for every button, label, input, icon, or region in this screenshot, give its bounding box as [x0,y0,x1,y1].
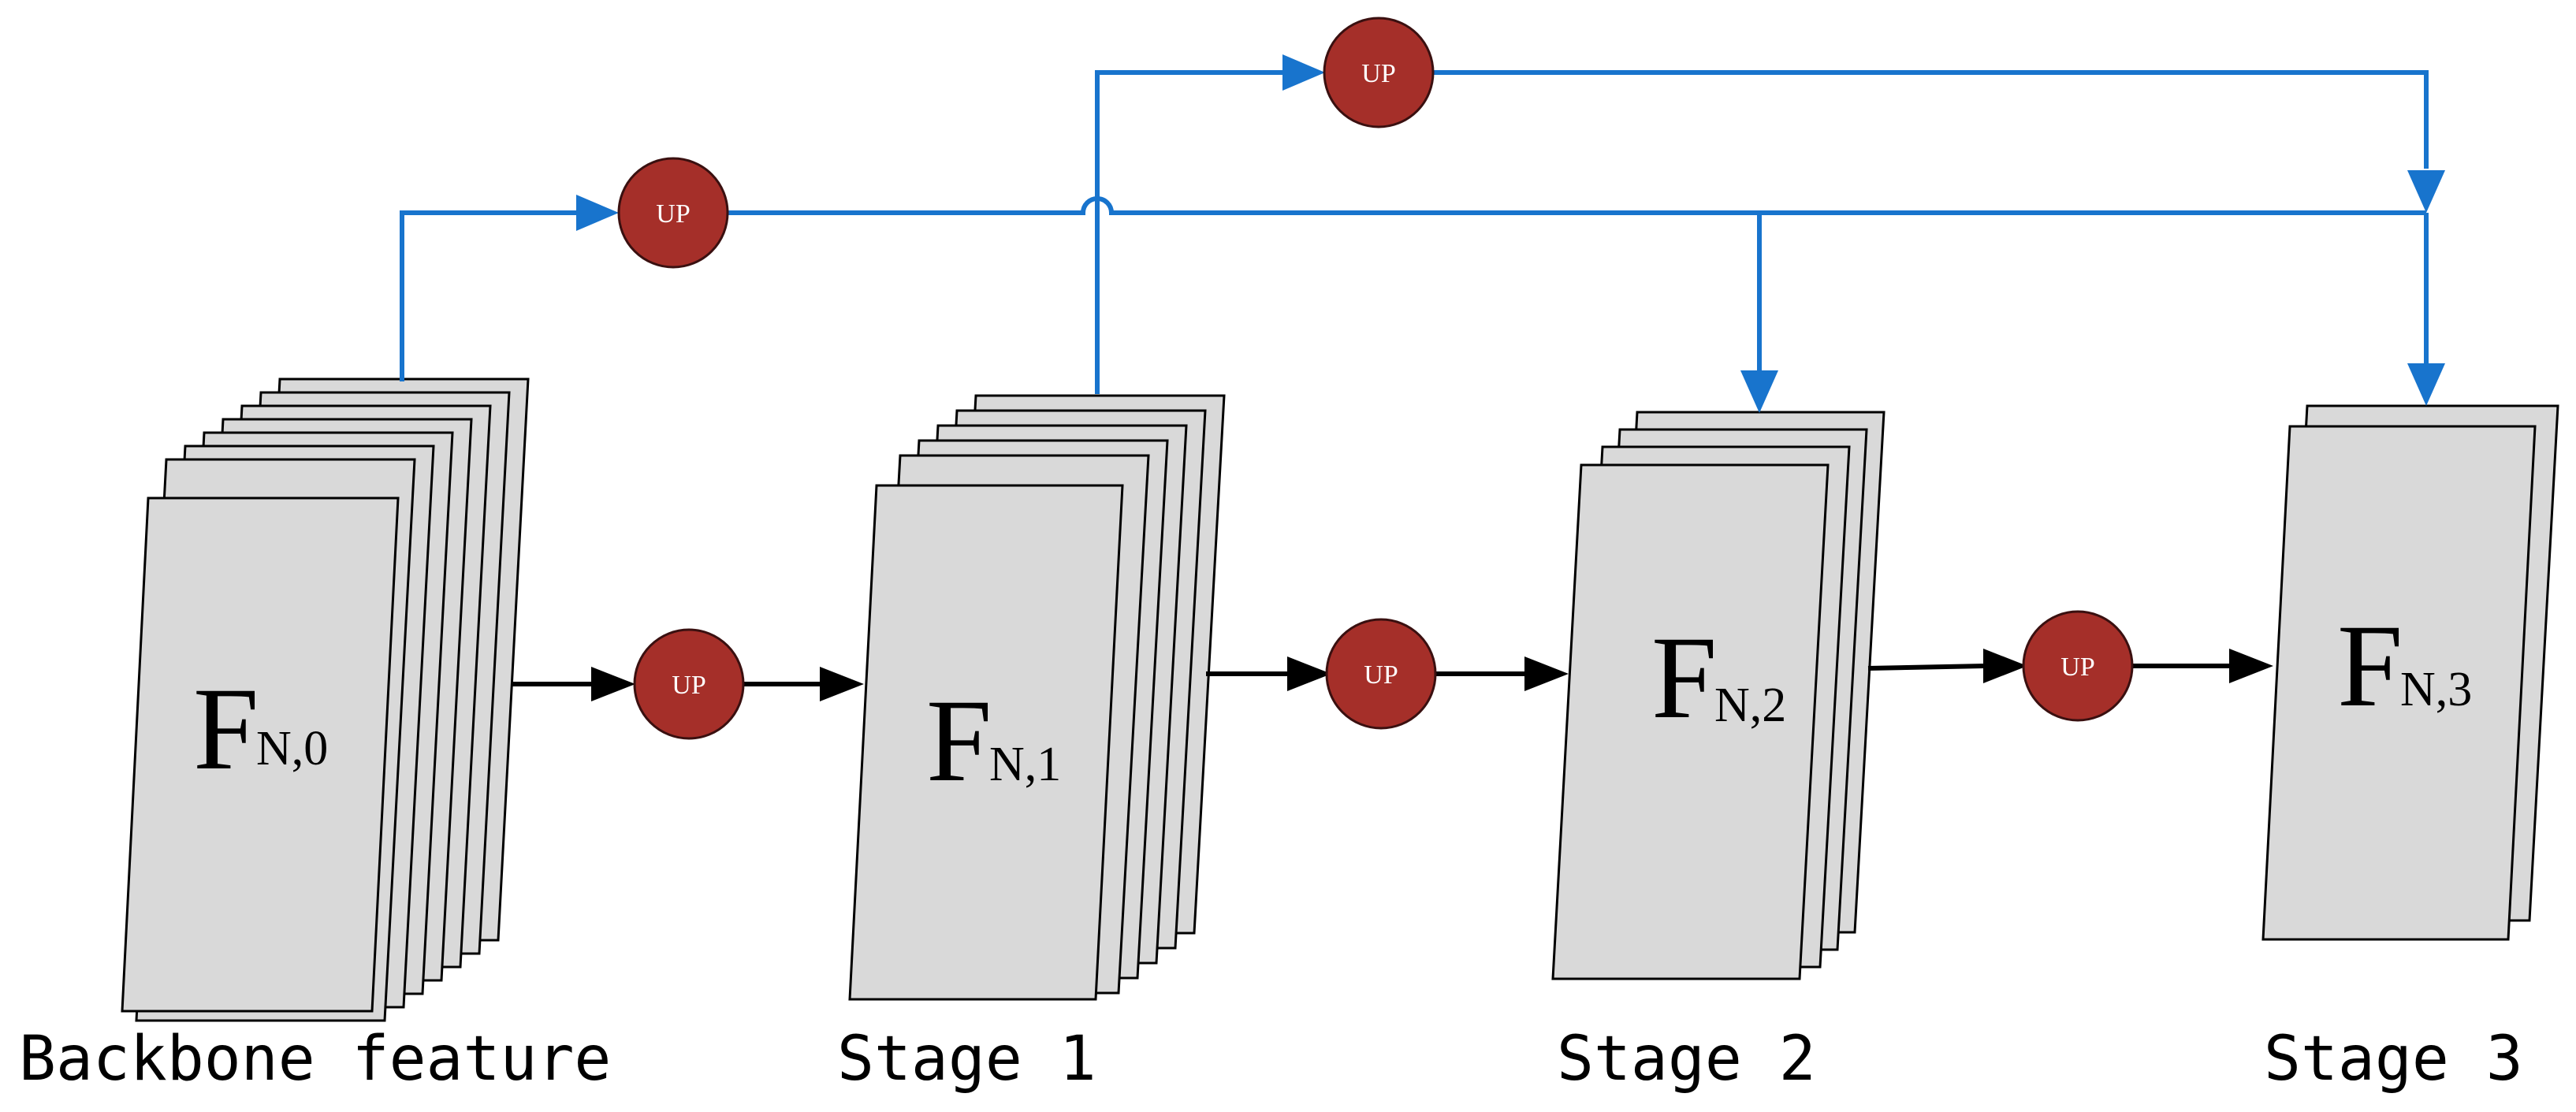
stack-stage-2: F N,2 [1551,411,1885,980]
up-label: UP [656,199,690,229]
caption-backbone-feature: Backbone feature [19,1024,611,1095]
feature-subscript-1: N,1 [989,738,1061,791]
stack-backbone-front-sheet [121,496,400,1013]
main-flow-arrows [512,649,2273,701]
skip-connections [400,54,2445,413]
up-node: UP [617,157,729,269]
caption-stage-1: Stage 1 [837,1024,1096,1095]
up-node: UP [2022,610,2134,722]
stack-stage-1-front-sheet [848,484,1124,1001]
stack-stage-1: F N,1 [848,394,1226,1001]
up-node: UP [1325,618,1437,730]
caption-stage-2: Stage 2 [1557,1024,1816,1095]
feature-subscript-3: N,3 [2400,663,2472,716]
stack-stage-3-front-sheet [2261,425,2537,941]
feature-symbol-3: F [2337,601,2403,731]
feature-subscript-0: N,0 [256,722,328,775]
feature-symbol-2: F [1651,612,1717,743]
stack-stage-2-front-sheet [1551,463,1830,980]
stack-backbone: F N,0 [121,377,530,1022]
up-node: UP [1323,17,1435,128]
feature-subscript-2: N,2 [1714,679,1786,732]
up-label: UP [1364,660,1398,690]
up-label: UP [672,671,705,700]
up-label: UP [1361,59,1395,88]
stack-stage-3: F N,3 [2261,404,2559,941]
up-label: UP [2060,653,2094,682]
feature-symbol-0: F [193,664,259,794]
up-node: UP [633,628,745,740]
caption-stage-3: Stage 3 [2264,1024,2523,1095]
feature-symbol-1: F [926,675,992,806]
